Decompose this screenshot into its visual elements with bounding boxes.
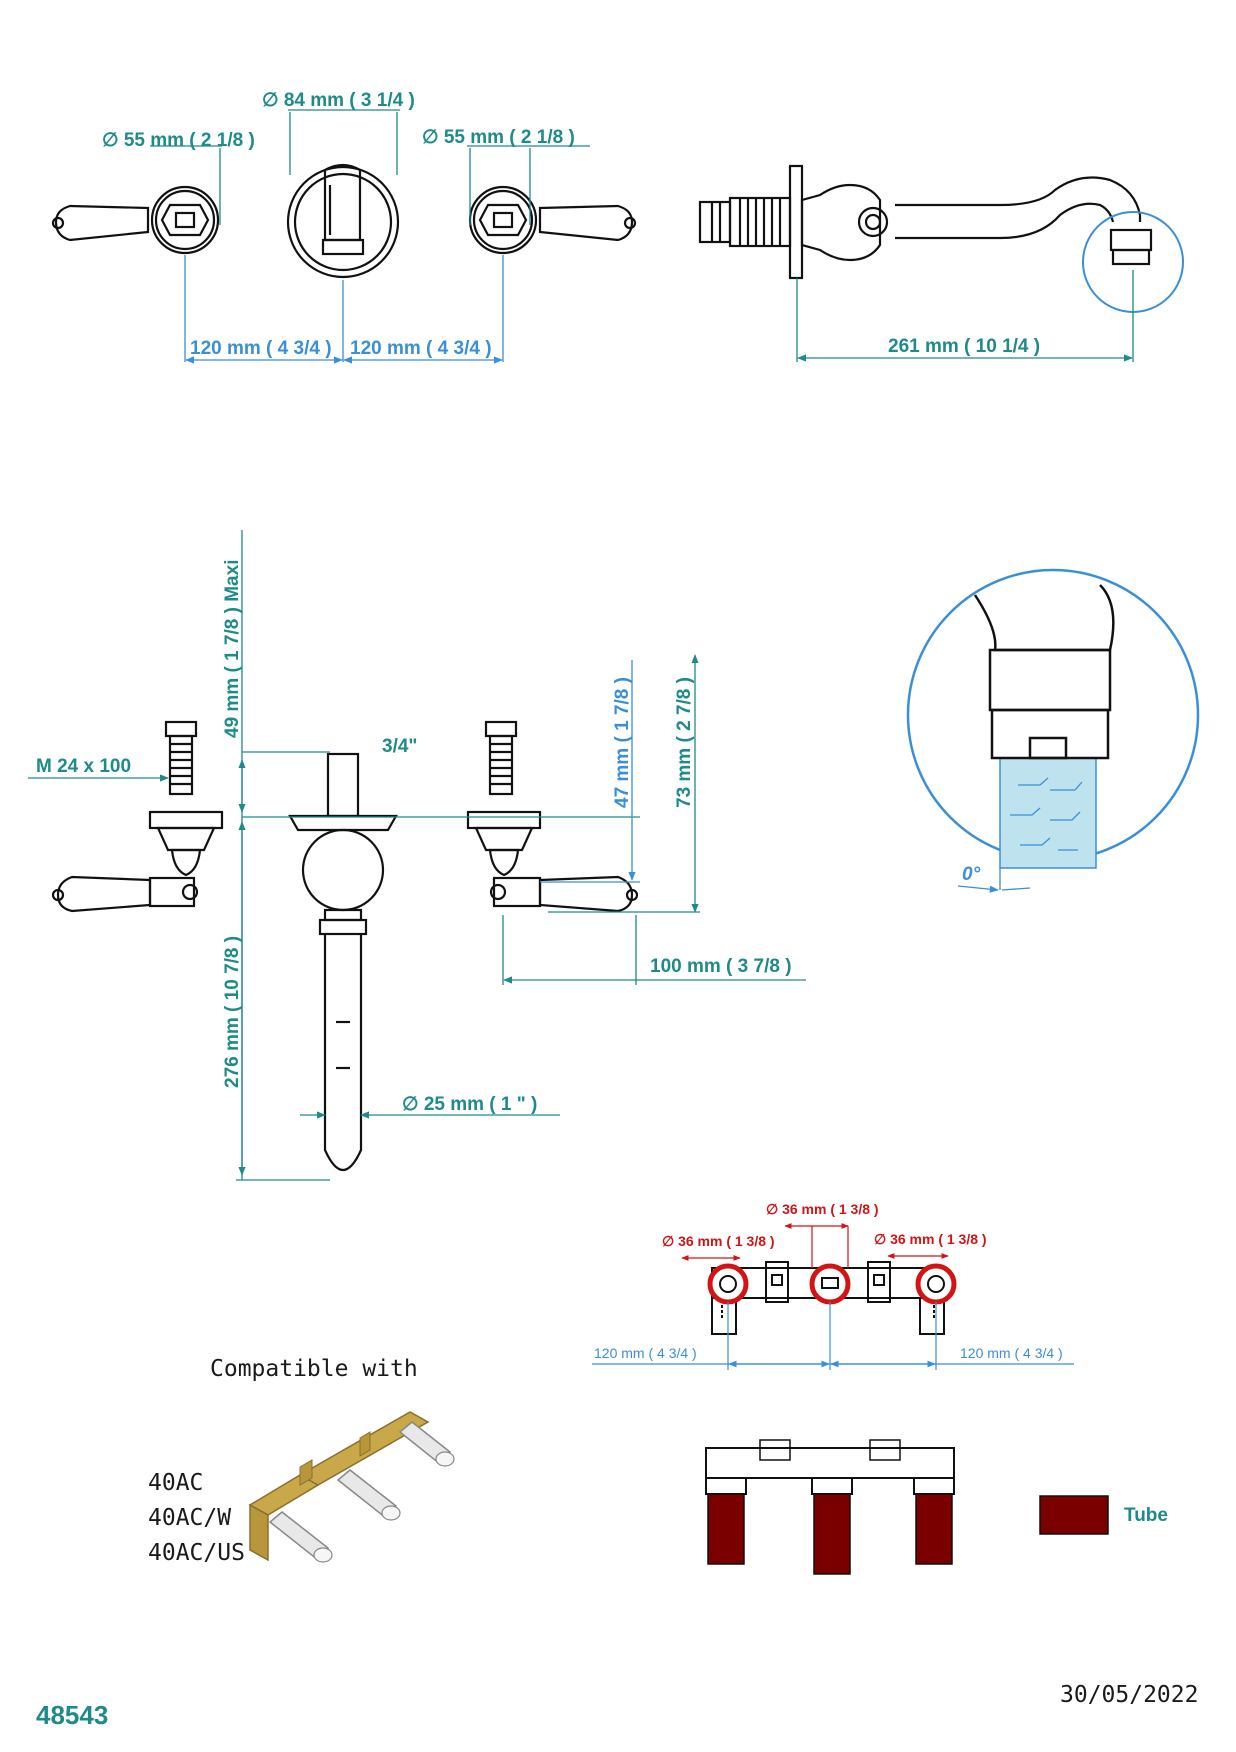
left-handle-top — [51, 185, 220, 255]
side-view-drawing — [698, 164, 1153, 280]
tube-center — [813, 1493, 851, 1575]
dim-thread: M 24 x 100 — [36, 756, 131, 777]
tube-legend-label: Tube — [1124, 1505, 1168, 1526]
mounting-outlets — [707, 1263, 957, 1305]
aerator-detail: 0° — [906, 568, 1200, 893]
document-date: 30/05/2022 — [1060, 1682, 1199, 1708]
compatible-model-3: 40AC/US — [148, 1540, 245, 1566]
tube-left — [707, 1493, 745, 1565]
front-view-drawing — [51, 720, 639, 1171]
dim-spout-length: 261 mm ( 10 1/4 ) — [888, 336, 1040, 357]
compatible-model-2: 40AC/W — [148, 1505, 231, 1531]
tube-right — [915, 1493, 953, 1565]
top-view-dimensions-blue — [184, 255, 504, 364]
dim-maxi-height: 49 mm ( 1 7/8 ) Maxi — [222, 560, 243, 738]
mounting-body-with-tubes — [705, 1439, 955, 1575]
dim-connection: 3/4" — [382, 736, 417, 757]
mount-dia-right: ∅ 36 mm ( 1 3/8 ) — [874, 1231, 987, 1247]
dim-height-73: 73 mm ( 2 7/8 ) — [674, 677, 695, 808]
spout-rosette-top — [286, 163, 400, 279]
dim-right-diameter: ∅ 55 mm ( 2 1/8 ) — [422, 127, 575, 148]
left-valve-front — [51, 720, 224, 913]
mounting-spacing — [592, 1302, 1074, 1370]
mount-dia-center: ∅ 36 mm ( 1 3/8 ) — [766, 1201, 879, 1217]
dim-handle-depth: 100 mm ( 3 7/8 ) — [650, 956, 792, 977]
mounting-dimensions — [681, 1223, 949, 1268]
side-view-dimension — [796, 270, 1134, 362]
rough-in-valve-illustration — [248, 1411, 455, 1563]
compatible-model-1: 40AC — [148, 1470, 203, 1496]
tube-legend-swatch — [1039, 1495, 1109, 1535]
dim-center-diameter: ∅ 84 mm ( 3 1/4 ) — [262, 90, 415, 111]
compatible-title: Compatible with — [210, 1356, 418, 1382]
spout-front — [288, 752, 398, 1171]
dim-spacing-right: 120 mm ( 4 3/4 ) — [350, 338, 492, 359]
dim-spout-diameter: ∅ 25 mm ( 1 " ) — [402, 1094, 537, 1115]
water-stream — [999, 757, 1097, 869]
dim-height-47: 47 mm ( 1 7/8 ) — [612, 677, 633, 808]
mount-spacing-left: 120 mm ( 4 3/4 ) — [594, 1345, 697, 1361]
mount-dia-left: ∅ 36 mm ( 1 3/8 ) — [662, 1233, 775, 1249]
front-view-dimensions-blue — [540, 660, 640, 883]
front-view-dimensions — [28, 530, 806, 1181]
dim-left-diameter: ∅ 55 mm ( 2 1/8 ) — [102, 130, 255, 151]
dim-spout-length-front: 276 mm ( 10 7/8 ) — [222, 936, 243, 1088]
top-view-drawing — [51, 163, 637, 279]
top-view-dimensions — [150, 109, 590, 225]
dim-angle: 0° — [962, 864, 981, 885]
document-number: 48543 — [36, 1700, 109, 1730]
dim-spacing-left: 120 mm ( 4 3/4 ) — [190, 338, 332, 359]
right-valve-front — [466, 720, 639, 913]
right-handle-top — [468, 185, 637, 255]
mount-spacing-right: 120 mm ( 4 3/4 ) — [960, 1345, 1063, 1361]
